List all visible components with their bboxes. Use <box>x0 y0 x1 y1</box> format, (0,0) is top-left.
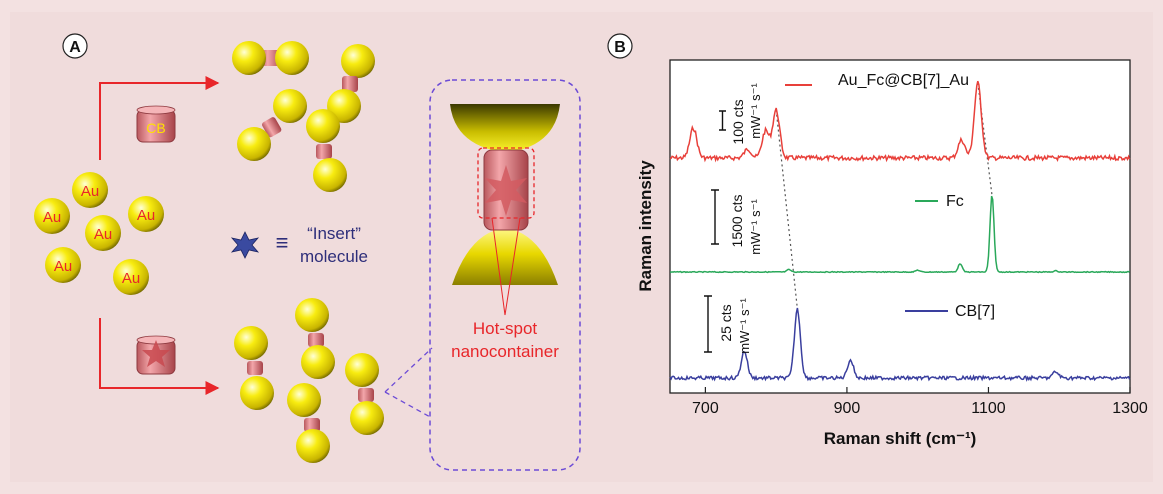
panel-b: B Raman intensity Raman shift (cm⁻¹) 700… <box>607 33 1148 448</box>
gold-nanoparticle: Au <box>72 172 108 208</box>
panel-b-label: B <box>614 39 626 56</box>
hotspot-pointer <box>504 217 521 316</box>
cb-label: CB <box>146 120 165 136</box>
panel-a: A CB Au Au Au Au Au Au ≡ <box>34 33 581 471</box>
x-tick-label: 700 <box>692 400 719 417</box>
scale-bar-value: 100 cts <box>730 99 746 144</box>
cb-linked-dimers-top <box>232 41 375 192</box>
spectrum-trace-au-fc-cb-7-au <box>669 80 1131 163</box>
insert-molecule-icon <box>230 231 260 259</box>
x-axis-label: Raman shift (cm⁻¹) <box>824 429 977 448</box>
gold-nanoparticle: Au <box>34 198 70 234</box>
scale-bar-fc: 1500 cts mW⁻¹ s⁻¹ <box>711 189 763 255</box>
gold-nanoparticle: Au <box>113 259 149 295</box>
x-tick-label: 900 <box>834 400 861 417</box>
upper-gold-surface <box>450 104 560 150</box>
scale-bar-value: 25 cts <box>718 304 734 341</box>
svg-text:Au: Au <box>54 258 72 275</box>
gold-nanoparticle: Au <box>128 196 164 232</box>
x-tick-label: 1100 <box>971 400 1006 417</box>
panel-a-badge: A <box>62 33 88 59</box>
peak-shift-connector <box>977 82 993 196</box>
scale-bar-unit: mW⁻¹ s⁻¹ <box>737 298 752 354</box>
peak-connector-lines <box>775 82 993 310</box>
series-label: Au_Fc@CB[7]_Au <box>838 72 969 89</box>
panel-a-label: A <box>69 39 81 56</box>
svg-text:Au: Au <box>137 207 155 224</box>
hotspot-zoom-inset: Hot-spot nanocontainer <box>429 79 581 471</box>
insert-label-line1: “Insert” <box>307 224 361 243</box>
panel-b-badge: B <box>607 33 633 59</box>
series-label: Fc <box>946 193 964 210</box>
insert-label-line2: molecule <box>300 247 368 266</box>
gold-nanoparticle: Au <box>45 247 81 283</box>
spectrum-traces <box>669 80 1131 382</box>
svg-text:Au: Au <box>43 209 61 226</box>
scale-bar-unit: mW⁻¹ s⁻¹ <box>748 83 763 139</box>
insert-molecule-icon <box>485 165 527 216</box>
free-gold-nanoparticles: Au Au Au Au Au Au <box>34 172 164 295</box>
scale-bar-au-fc: 100 cts mW⁻¹ s⁻¹ <box>719 83 763 145</box>
svg-text:Au: Au <box>94 226 112 243</box>
scale-bar-cb7: 25 cts mW⁻¹ s⁻¹ <box>704 295 752 354</box>
plot-frame <box>669 59 1131 394</box>
spectrum-trace-cb-7- <box>669 307 1131 382</box>
insert-molecule-legend: ≡ “Insert” molecule <box>230 224 368 266</box>
x-axis-ticks: 700 900 1100 1300 <box>692 387 1148 417</box>
insert-loaded-dimers-bottom <box>234 298 384 463</box>
zoom-line <box>384 347 433 393</box>
scale-bar-value: 1500 cts <box>729 195 745 248</box>
cb-capsule-icon: CB <box>136 105 176 143</box>
hotspot-label-line2: nanocontainer <box>451 342 559 361</box>
equivalence-symbol: ≡ <box>276 230 289 255</box>
hotspot-highlight-box <box>477 147 535 219</box>
x-tick-label: 1300 <box>1112 400 1148 417</box>
svg-text:Au: Au <box>122 270 140 287</box>
y-axis-label: Raman intensity <box>636 160 655 292</box>
hotspot-pointer <box>491 217 506 316</box>
spectrum-trace-fc <box>670 195 1131 274</box>
hotspot-label-line1: Hot-spot <box>473 319 538 338</box>
gold-nanoparticle: Au <box>85 215 121 251</box>
svg-text:Au: Au <box>81 183 99 200</box>
arrow-to-insert-assembly <box>99 318 220 395</box>
scale-bar-unit: mW⁻¹ s⁻¹ <box>748 199 763 255</box>
lower-gold-surface <box>452 228 558 285</box>
peak-shift-connector <box>775 109 798 310</box>
arrow-to-cb-assembly <box>99 76 220 160</box>
cb-with-insert-icon <box>136 335 176 375</box>
series-label: CB[7] <box>955 303 995 320</box>
